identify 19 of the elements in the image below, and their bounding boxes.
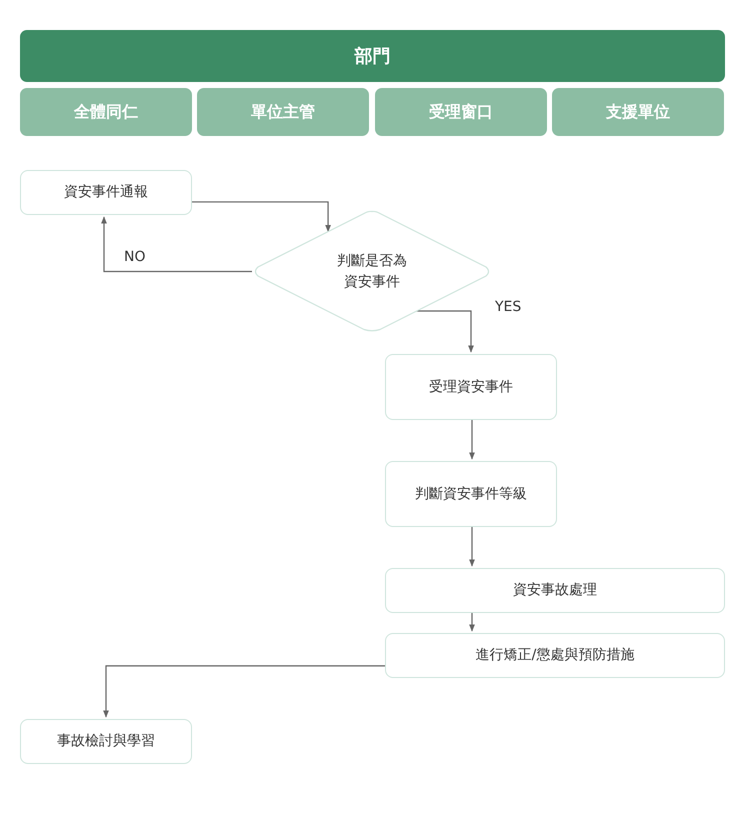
lane-header: 受理窗口 (375, 88, 547, 136)
lane-header: 單位主管 (197, 88, 369, 136)
process-box: 受理資安事件 (385, 354, 557, 420)
arrow (415, 310, 474, 353)
process-box: 資安事故處理 (385, 568, 725, 613)
header-band: 部門 (20, 30, 725, 82)
arrow (469, 527, 475, 567)
process-box: 資安事件通報 (20, 170, 192, 215)
arrow (469, 420, 475, 460)
arrow (469, 613, 475, 632)
process-box: 進行矯正/懲處與預防措施 (385, 633, 725, 678)
arrow (192, 201, 331, 232)
lane-header: 支援單位 (552, 88, 724, 136)
arrow (101, 216, 252, 272)
process-box: 事故檢討與學習 (20, 719, 192, 764)
lane-header: 全體同仁 (20, 88, 192, 136)
decision-diamond: 判斷是否為資安事件 (252, 210, 492, 333)
process-box: 判斷資安事件等級 (385, 461, 557, 527)
arrow (103, 665, 385, 718)
